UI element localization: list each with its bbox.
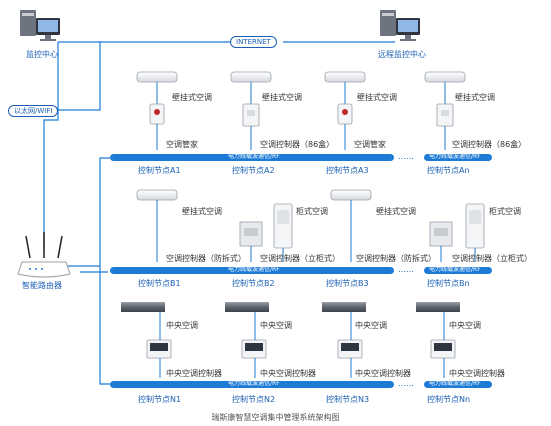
row-b-ac-label: 柜式空调	[296, 207, 328, 216]
bus-row-b-end: 电力线载波通信/RF	[424, 266, 492, 274]
row-a-ac-label: 壁挂式空调	[357, 93, 397, 102]
bus-row-n-end: 电力线载波通信/RF	[424, 380, 492, 388]
link-router-bus-n	[99, 266, 110, 385]
bus-row-n: 电力线载波通信/RF	[110, 380, 394, 388]
row-b-ac-label: 柜式空调	[489, 207, 521, 216]
control-node-nn: 控制节点Nn	[427, 395, 471, 404]
control-node-a3: 控制节点A3	[326, 166, 369, 175]
ellipsis: ……	[398, 379, 414, 388]
bus-label: 电力线载波通信/RF	[429, 380, 481, 387]
ellipsis: ……	[398, 265, 414, 274]
central-ac-icon	[322, 302, 366, 312]
bus-row-b: 电力线载波通信/RF	[110, 266, 394, 274]
computer-icon	[20, 10, 60, 41]
row-n-ac-label: 中央空调	[355, 321, 387, 330]
control-node-b1: 控制节点B1	[138, 279, 181, 288]
row-n-device-label: 中央空调控制器	[166, 369, 222, 378]
control-node-n2: 控制节点N2	[232, 395, 276, 404]
row-b-ac-label: 壁挂式空调	[376, 207, 416, 216]
central-ac-icon	[416, 302, 460, 312]
row-a-ac-label: 壁挂式空调	[455, 93, 495, 102]
row-n-device-label: 中央空调控制器	[355, 369, 411, 378]
bus-label: 电力线载波通信/RF	[429, 266, 481, 273]
bus-label: 电力线载波通信/RF	[228, 380, 280, 387]
bus-label: 电力线载波通信/RF	[429, 153, 481, 160]
wall-ac-icon	[424, 71, 466, 83]
row-a-ac-label: 壁挂式空调	[262, 93, 302, 102]
wall-ac-icon	[330, 189, 372, 201]
diagram-caption: 瑞斯康智慧空调集中管理系统架构图	[211, 413, 340, 422]
wall-ac-icon	[230, 71, 272, 83]
row-b-devices	[136, 189, 485, 262]
bus-label: 电力线载波通信/RF	[228, 153, 280, 160]
internet-label: INTERNET	[230, 36, 277, 48]
network-links	[43, 41, 395, 385]
bus-row-a: 电力线载波通信/RF	[110, 153, 394, 161]
bus-label: 电力线载波通信/RF	[228, 266, 280, 273]
control-node-n1: 控制节点N1	[138, 395, 182, 404]
central-ac-icon	[225, 302, 269, 312]
control-node-bn: 控制节点Bn	[427, 279, 470, 288]
wall-ac-icon	[136, 189, 178, 201]
router-icon	[17, 232, 71, 278]
link-router-bus-a	[60, 157, 110, 267]
wall-ac-icon	[136, 71, 178, 83]
row-n-ac-label: 中央空调	[260, 321, 292, 330]
control-node-b3: 控制节点B3	[326, 279, 369, 288]
row-n-ac-label: 中央空调	[449, 321, 481, 330]
central-ac-icon	[121, 302, 165, 312]
link-monitor-router	[43, 42, 59, 250]
control-node-a1: 控制节点A1	[138, 166, 181, 175]
control-node-n3: 控制节点N3	[326, 395, 370, 404]
ellipsis: ……	[398, 152, 414, 161]
row-a-devices	[136, 71, 466, 150]
control-node-a2: 控制节点A2	[232, 166, 275, 175]
device-label: 空调控制器（防拆式）	[166, 254, 246, 263]
link-internet-ethernet	[50, 42, 101, 111]
wall-ac-icon	[324, 71, 366, 83]
row-n-devices	[121, 302, 460, 378]
device-label: 空调管家	[354, 140, 386, 149]
row-n-device-label: 中央空调控制器	[260, 369, 316, 378]
remote-computer-icon	[380, 10, 420, 41]
device-label: 空调控制器（86盒）	[452, 140, 527, 149]
control-node-b2: 控制节点B2	[232, 279, 275, 288]
device-label: 空调控制器（立柜式）	[260, 254, 340, 263]
control-node-an: 控制节点An	[427, 166, 470, 175]
remote-center-label: 远程监控中心	[378, 50, 426, 59]
device-label: 空调控制器（86盒）	[260, 140, 335, 149]
row-a-ac-label: 壁挂式空调	[172, 93, 212, 102]
device-label: 空调管家	[166, 140, 198, 149]
device-label: 空调控制器（立柜式）	[452, 254, 532, 263]
row-n-device-label: 中央空调控制器	[449, 369, 505, 378]
router-label: 智能路由器	[22, 281, 62, 290]
monitor-center-label: 监控中心	[26, 50, 58, 59]
ethernet-label: 以太网/WIFI	[8, 105, 59, 117]
bus-row-a-end: 电力线载波通信/RF	[424, 153, 492, 161]
row-b-ac-label: 壁挂式空调	[182, 207, 222, 216]
row-n-ac-label: 中央空调	[166, 321, 198, 330]
device-label: 空调控制器（防拆式）	[356, 254, 436, 263]
